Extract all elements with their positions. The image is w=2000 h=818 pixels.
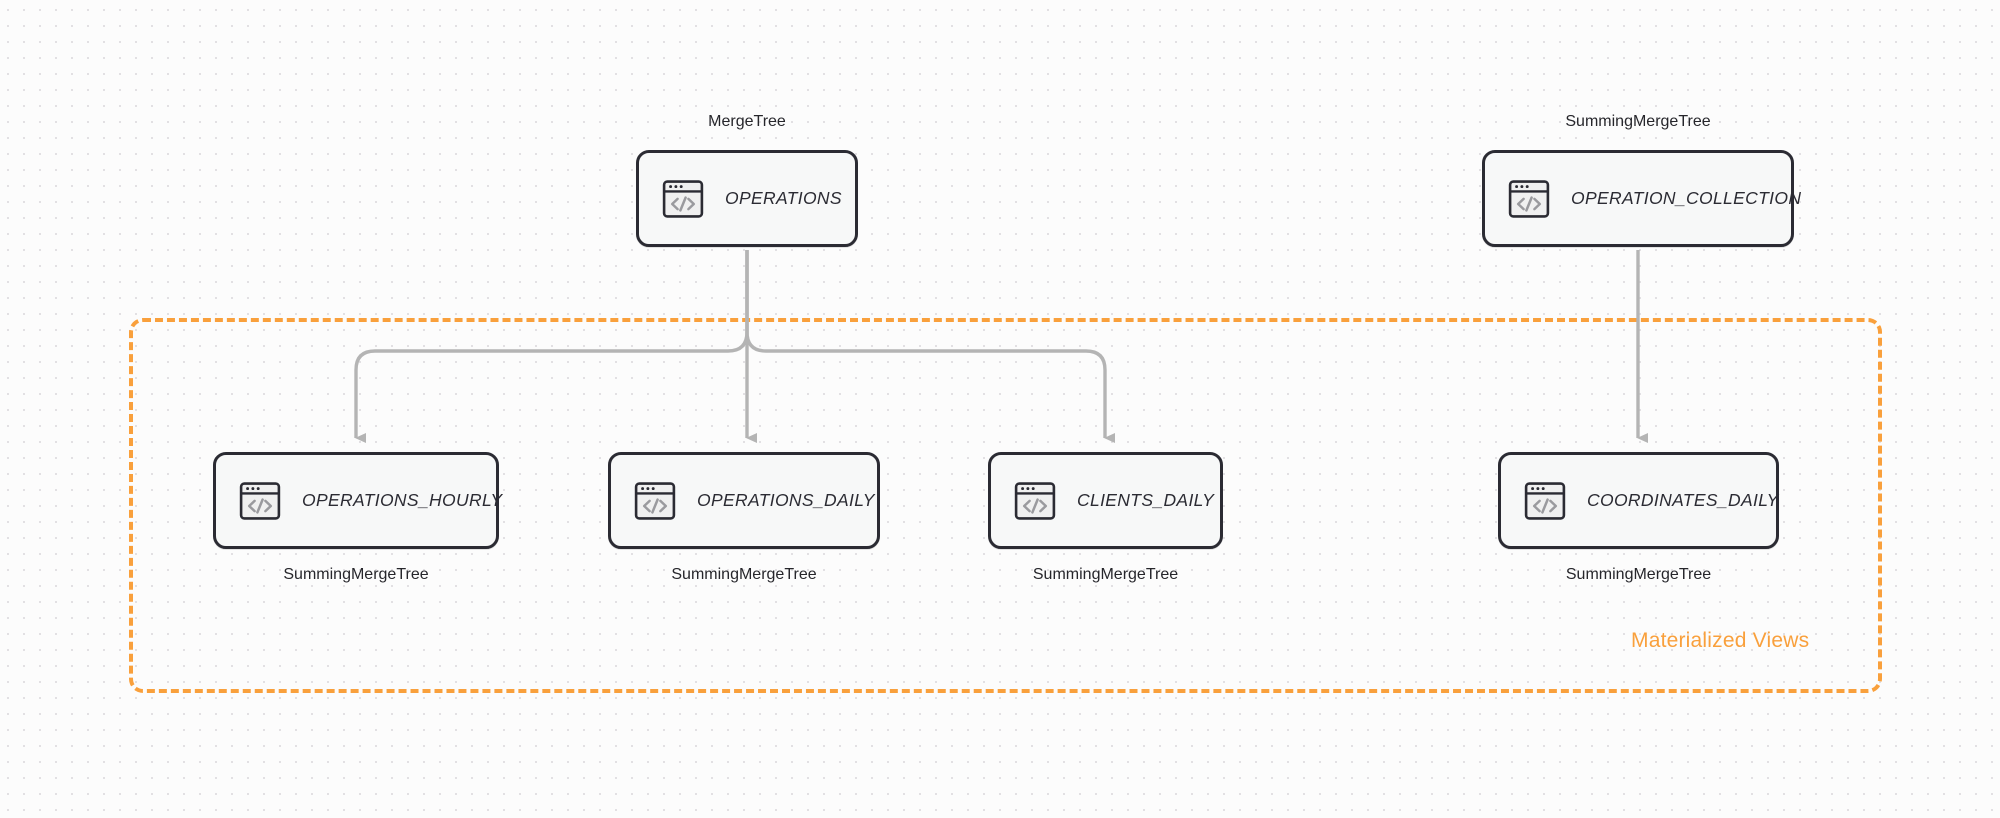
node-title: OPERATIONS [725,188,842,208]
node-operations[interactable]: OPERATIONS [636,150,858,247]
node-operations_daily[interactable]: OPERATIONS_DAILY [608,452,880,549]
code-window-icon [634,481,676,520]
node-title: OPERATIONS_DAILY [697,490,875,510]
node-coordinates_daily[interactable]: COORDINATES_DAILY [1498,452,1779,549]
node-operation_collection[interactable]: OPERATION_COLLECTION [1482,150,1801,247]
code-window-icon [1524,481,1566,520]
code-window-icon [239,481,281,520]
engine-label-coordinates_daily: SummingMergeTree [1565,566,1712,583]
node-title: COORDINATES_DAILY [1587,490,1779,510]
node-operations_hourly[interactable]: OPERATIONS_HOURLY [213,452,503,549]
materialized-views-caption: Materialized Views [1631,629,1810,652]
code-window-icon [662,179,704,218]
engine-label-operations: MergeTree [708,113,786,130]
engine-label-operation_collection: SummingMergeTree [1565,113,1711,130]
engine-label-clients_daily: SummingMergeTree [1032,566,1179,583]
node-title: OPERATIONS_HOURLY [302,490,503,510]
engine-label-operations_hourly: SummingMergeTree [283,566,429,583]
node-title: OPERATION_COLLECTION [1571,188,1802,208]
engine-label-operations_daily: SummingMergeTree [671,566,817,583]
node-title: CLIENTS_DAILY [1077,490,1215,510]
code-window-icon [1014,481,1056,520]
code-window-icon [1508,179,1550,218]
node-clients_daily[interactable]: CLIENTS_DAILY [988,452,1223,549]
